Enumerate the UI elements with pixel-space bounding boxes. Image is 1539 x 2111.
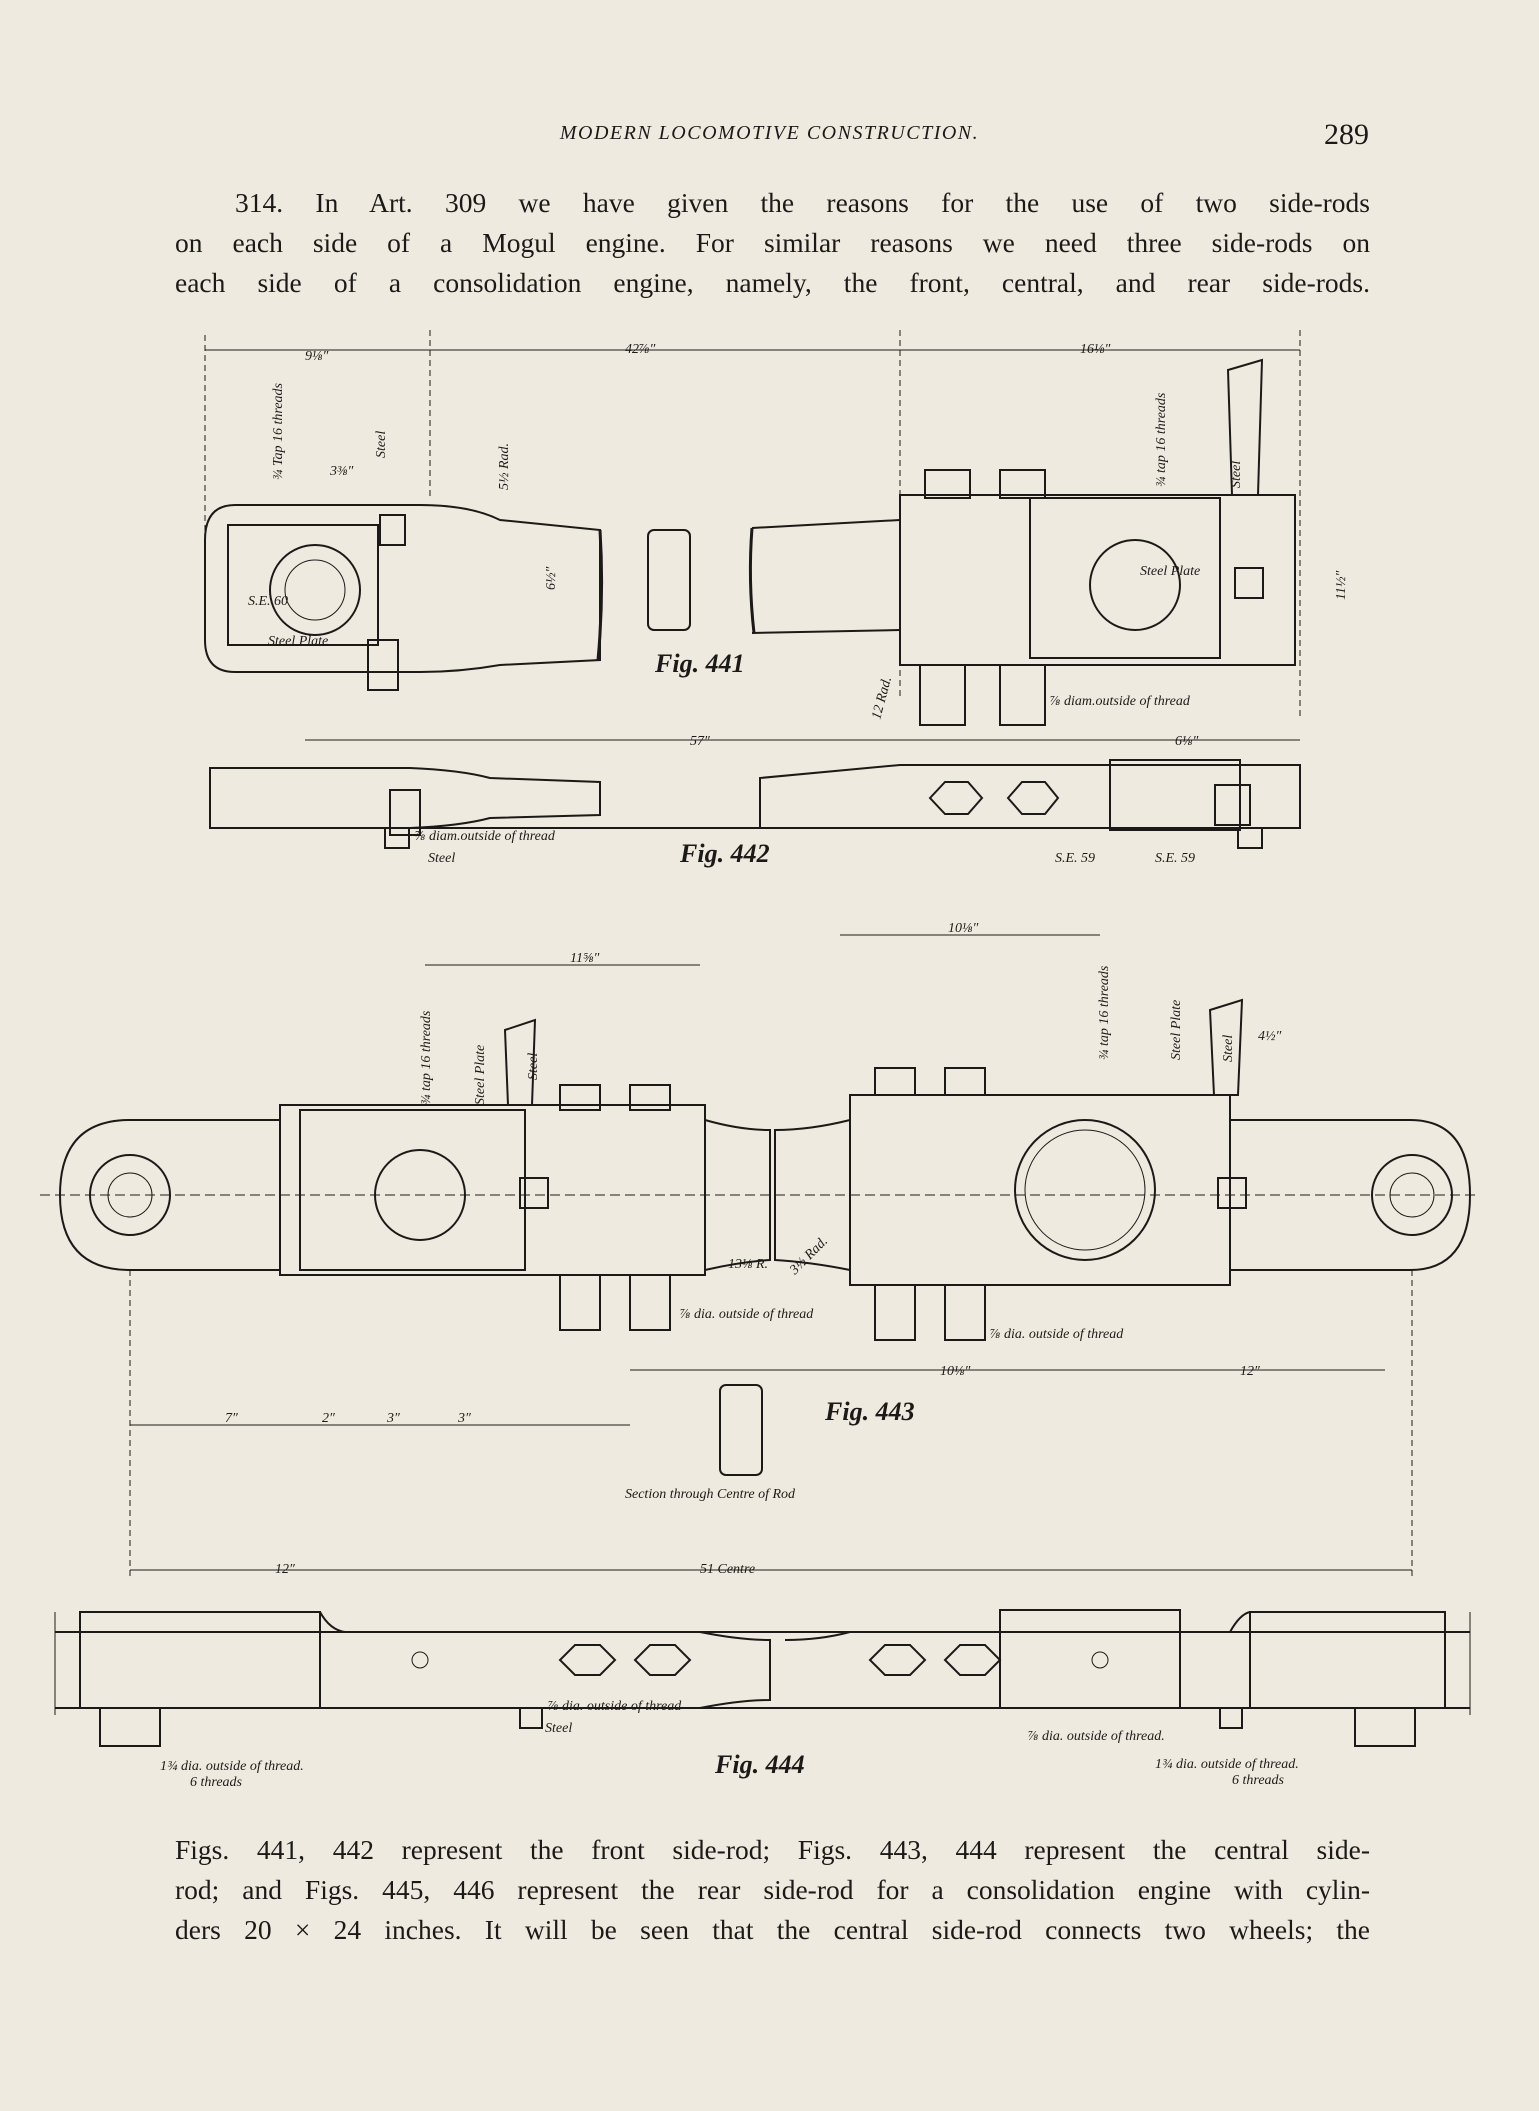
label-dim-6b: 6½″ (544, 567, 559, 591)
label-steel: Steel (374, 431, 389, 458)
label-dia-outside-443b: ⅞ dia. outside of thread (990, 1327, 1124, 1342)
label-dim-6: 6⅛″ (1175, 734, 1199, 749)
label-dim-9: 9⅛″ (305, 349, 329, 364)
label-tap16c: ¾ tap 16 threads (1154, 392, 1169, 487)
label-se59: S.E. 59 (1055, 851, 1095, 866)
label-dim-12-443: 12″ (1240, 1364, 1260, 1379)
label-dim-51: 51 Centre (700, 1562, 755, 1577)
page-number: 289 (1324, 118, 1369, 151)
paragraph-line: Figs. 441, 442 represent the front side-… (175, 1834, 1370, 1865)
label-six-threads-b: 6 threads (1232, 1773, 1285, 1788)
label-dim-10-443: 10⅛″ (940, 1364, 971, 1379)
fig-441-caption: Fig. 441 (654, 649, 745, 678)
label-steel-plate-443b: Steel Plate (1169, 1000, 1184, 1060)
label-se60: S.E. 60 (248, 594, 288, 609)
label-steel-plate-443: Steel Plate (473, 1045, 488, 1105)
label-dim-12b: 12″ (275, 1562, 295, 1577)
label-3rad: 3½ Rad. (787, 1234, 832, 1279)
label-diam-outside-441: ⅞ diam.outside of thread (1050, 694, 1191, 709)
fig-443-drawing (40, 934, 1480, 1580)
label-dia-thread-6b: 1¾ dia. outside of thread. (1155, 1757, 1299, 1772)
label-se59b: S.E. 59 (1155, 851, 1195, 866)
label-dim-11: 11½″ (1334, 571, 1349, 600)
label-steel-443b: Steel (1221, 1035, 1236, 1062)
paragraph-line: on each side of a Mogul engine. For simi… (175, 227, 1370, 258)
section-label: Section through Centre of Rod (625, 1487, 796, 1502)
label-dim-4: 4½″ (1258, 1029, 1282, 1044)
label-tap16b: ¾ tap 16 threads (419, 1010, 434, 1105)
label-tap16: ¾ Tap 16 threads (271, 382, 286, 480)
label-13rad: 13⅛ R. (728, 1257, 768, 1272)
label-steel-444: Steel (545, 1721, 572, 1736)
label-steel-442: Steel (428, 851, 455, 866)
paragraph-line: rod; and Figs. 445, 446 represent the re… (175, 1874, 1370, 1905)
paragraph-top: 314. In Art. 309 we have given the reaso… (175, 183, 1370, 303)
running-title: MODERN LOCOMOTIVE CONSTRUCTION. (559, 122, 980, 144)
label-dim-42: 42⅞″ (625, 342, 656, 357)
label-steel-2: Steel (1229, 461, 1244, 488)
label-5rad: 5½ Rad. (497, 443, 512, 490)
label-fig444-dia: ⅞ dia. outside of thread (548, 1699, 682, 1714)
label-dim-7: 7″ (225, 1411, 238, 1426)
label-diam-outside-442: ⅞ diam.outside of thread (415, 829, 556, 844)
fig-442-caption: Fig. 442 (679, 839, 770, 868)
label-dia-outside-443: ⅞ dia. outside of thread (680, 1307, 814, 1322)
paragraph-line: ders 20 × 24 inches. It will be seen tha… (175, 1914, 1370, 1945)
paragraph-bottom: Figs. 441, 442 represent the front side-… (175, 1830, 1370, 1950)
label-dim-3: 3″ (386, 1411, 400, 1426)
paragraph-line: 314. In Art. 309 we have given the reaso… (235, 187, 1370, 218)
label-dim-2: 2″ (322, 1411, 335, 1426)
label-six-threads: 6 threads (190, 1775, 243, 1790)
label-dia-thread-6: 1¾ dia. outside of thread. (160, 1759, 304, 1774)
paragraph-line: each side of a consolidation engine, nam… (175, 267, 1370, 298)
label-steel-plate: Steel Plate (268, 634, 328, 649)
label-steel-443: Steel (526, 1053, 541, 1080)
label-dim-16: 16⅛″ (1080, 342, 1111, 357)
label-dim-3b: 3″ (457, 1411, 471, 1426)
fig-444-drawing (54, 1609, 1471, 1747)
label-dim-3a: 3⅜″ (329, 464, 354, 479)
label-dim-57: 57″ (690, 734, 710, 749)
label-fig444-dia-b: ⅞ dia. outside of thread. (1028, 1729, 1165, 1744)
label-tap16-443: ¾ tap 16 threads (1097, 965, 1112, 1060)
fig-443-caption: Fig. 443 (824, 1397, 915, 1426)
fig-441-drawing (204, 330, 1301, 726)
fig-442-drawing (209, 739, 1301, 849)
label-dim-10: 10⅛″ (948, 921, 979, 936)
label-steel-plate-2: Steel Plate (1140, 564, 1200, 579)
label-12rad: 12 Rad. (869, 675, 895, 721)
label-dim-11b: 11⅝″ (570, 951, 599, 966)
fig-444-caption: Fig. 444 (714, 1750, 805, 1779)
